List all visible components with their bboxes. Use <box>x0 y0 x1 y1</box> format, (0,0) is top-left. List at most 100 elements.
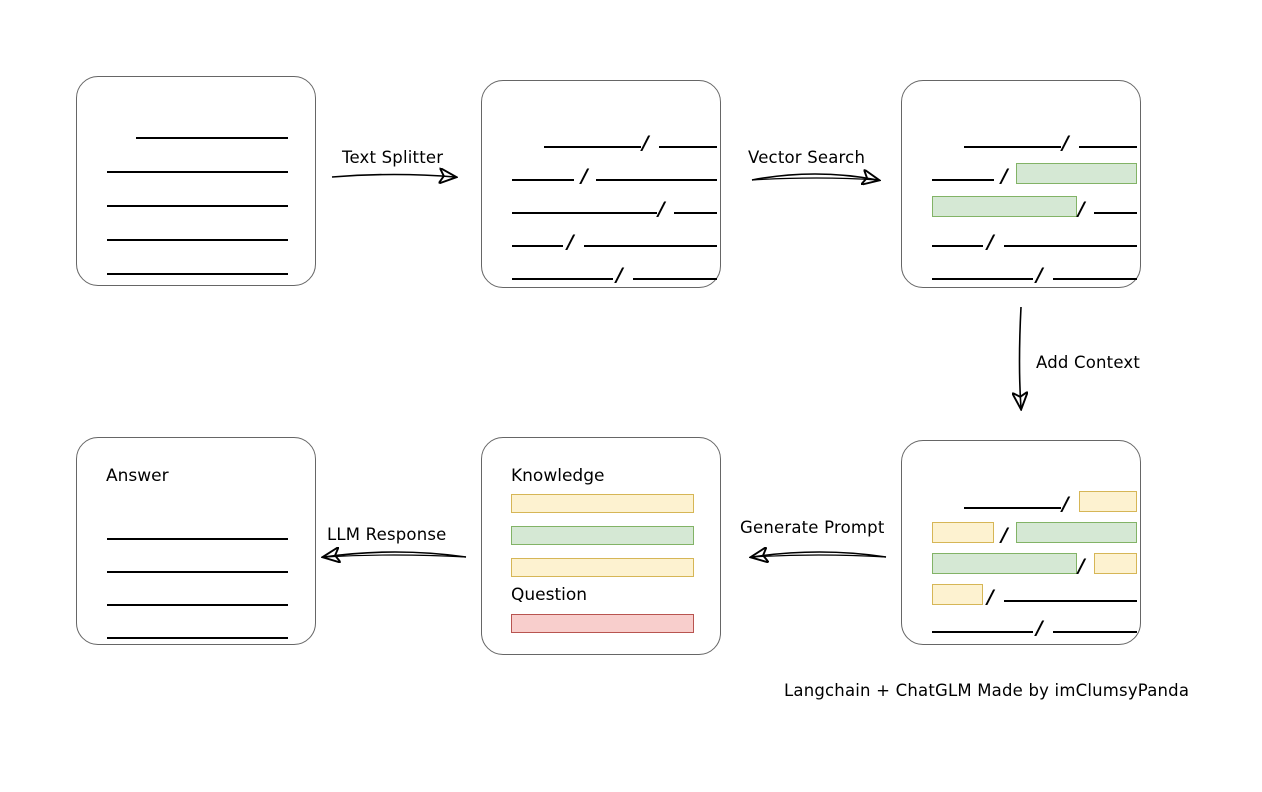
text-line-segment <box>674 212 717 214</box>
text-line-segment <box>107 239 288 241</box>
question-bar-1 <box>511 614 694 633</box>
text-line-segment <box>107 604 288 606</box>
text-row <box>77 617 315 639</box>
text-line-segment <box>107 571 288 573</box>
text-line-segment <box>512 212 657 214</box>
text-line-segment <box>136 137 288 139</box>
highlight-segment-yellow <box>1094 553 1137 574</box>
chunk-separator-slash: / <box>987 231 994 253</box>
highlight-segment-green <box>1016 522 1137 543</box>
text-line-segment <box>964 507 1061 509</box>
text-row <box>77 219 315 241</box>
highlight-segment-yellow <box>932 584 983 605</box>
text-row: / <box>482 225 720 252</box>
node-source-document[interactable] <box>76 76 316 286</box>
text-line-segment <box>107 538 288 540</box>
edge-label-llm-response: LLM Response <box>327 525 447 544</box>
text-row: / <box>482 258 720 285</box>
text-line-segment <box>633 278 717 280</box>
edge-label-text-splitter: Text Splitter <box>342 148 444 167</box>
text-line-segment <box>932 631 1033 633</box>
text-row: / <box>902 159 1140 186</box>
text-row <box>77 551 315 573</box>
chunk-separator-slash: / <box>1036 264 1043 286</box>
arrow-generate-prompt <box>752 552 887 557</box>
node-split-chunks[interactable]: / / / / / <box>481 80 721 288</box>
highlight-segment-yellow <box>1079 491 1137 512</box>
chunk-separator-slash: / <box>1062 493 1069 515</box>
text-row <box>77 151 315 173</box>
text-line-segment <box>1004 245 1137 247</box>
chunk-separator-slash: / <box>1036 617 1043 639</box>
text-line-segment <box>107 273 288 275</box>
answer-label: Answer <box>106 466 169 486</box>
chunk-separator-slash: / <box>658 198 665 220</box>
chunk-separator-slash: / <box>567 231 574 253</box>
text-row: / <box>902 549 1140 576</box>
text-line-segment <box>1053 278 1137 280</box>
chunk-separator-slash: / <box>642 132 649 154</box>
arrow-add-context <box>1020 306 1022 408</box>
text-line-segment <box>932 245 983 247</box>
edge-label-add-context: Add Context <box>1036 353 1141 372</box>
text-row <box>77 117 315 139</box>
text-row: / <box>902 258 1140 285</box>
knowledge-bar-3 <box>511 558 694 577</box>
chunk-separator-slash: / <box>1001 524 1008 546</box>
text-line-segment <box>1004 600 1137 602</box>
text-row: / <box>902 611 1140 638</box>
text-line-segment <box>1079 146 1137 148</box>
arrow-llm-response <box>324 552 467 557</box>
chunk-separator-slash: / <box>1078 198 1085 220</box>
text-line-segment <box>512 278 613 280</box>
text-row: / <box>902 487 1140 514</box>
text-line-segment <box>659 146 717 148</box>
text-line-segment <box>544 146 641 148</box>
text-line-segment <box>596 179 717 181</box>
text-row: / <box>902 518 1140 545</box>
question-label: Question <box>511 585 588 605</box>
text-line-segment <box>964 146 1061 148</box>
knowledge-bar-1 <box>511 494 694 513</box>
footer-credit: Langchain + ChatGLM Made by imClumsyPand… <box>784 681 1190 700</box>
chunk-separator-slash: / <box>581 165 588 187</box>
chunk-separator-slash: / <box>1062 132 1069 154</box>
knowledge-label: Knowledge <box>511 466 605 486</box>
text-row: / <box>482 126 720 153</box>
text-row <box>77 253 315 275</box>
text-line-segment <box>932 179 994 181</box>
edge-label-vector-search: Vector Search <box>748 148 866 167</box>
highlight-segment-yellow <box>932 522 994 543</box>
text-line-segment <box>512 179 574 181</box>
text-line-segment <box>107 205 288 207</box>
text-row <box>77 518 315 540</box>
text-row: / <box>902 126 1140 153</box>
text-line-segment <box>107 637 288 639</box>
text-line-segment <box>584 245 717 247</box>
text-row <box>77 185 315 207</box>
chunk-separator-slash: / <box>616 264 623 286</box>
highlight-segment-green <box>932 553 1077 574</box>
arrow-text-splitter <box>331 175 455 178</box>
highlight-segment-green <box>932 196 1077 217</box>
text-row: / <box>482 192 720 219</box>
node-answer[interactable]: Answer <box>76 437 316 645</box>
text-row: / <box>902 225 1140 252</box>
node-matched-chunks[interactable]: / / / / / <box>901 80 1141 288</box>
knowledge-bar-2 <box>511 526 694 545</box>
text-line-segment <box>1053 631 1137 633</box>
text-row: / <box>902 580 1140 607</box>
edge-label-generate-prompt: Generate Prompt <box>740 518 885 537</box>
text-line-segment <box>512 245 563 247</box>
text-row <box>77 584 315 606</box>
text-line-segment <box>107 171 288 173</box>
text-row: / <box>482 159 720 186</box>
text-line-segment <box>932 278 1033 280</box>
highlight-segment-green <box>1016 163 1137 184</box>
chunk-separator-slash: / <box>1001 165 1008 187</box>
node-context-chunks[interactable]: / / / / / <box>901 440 1141 645</box>
node-prompt[interactable]: Knowledge Question <box>481 437 721 655</box>
text-row: / <box>902 192 1140 219</box>
chunk-separator-slash: / <box>1078 555 1085 577</box>
